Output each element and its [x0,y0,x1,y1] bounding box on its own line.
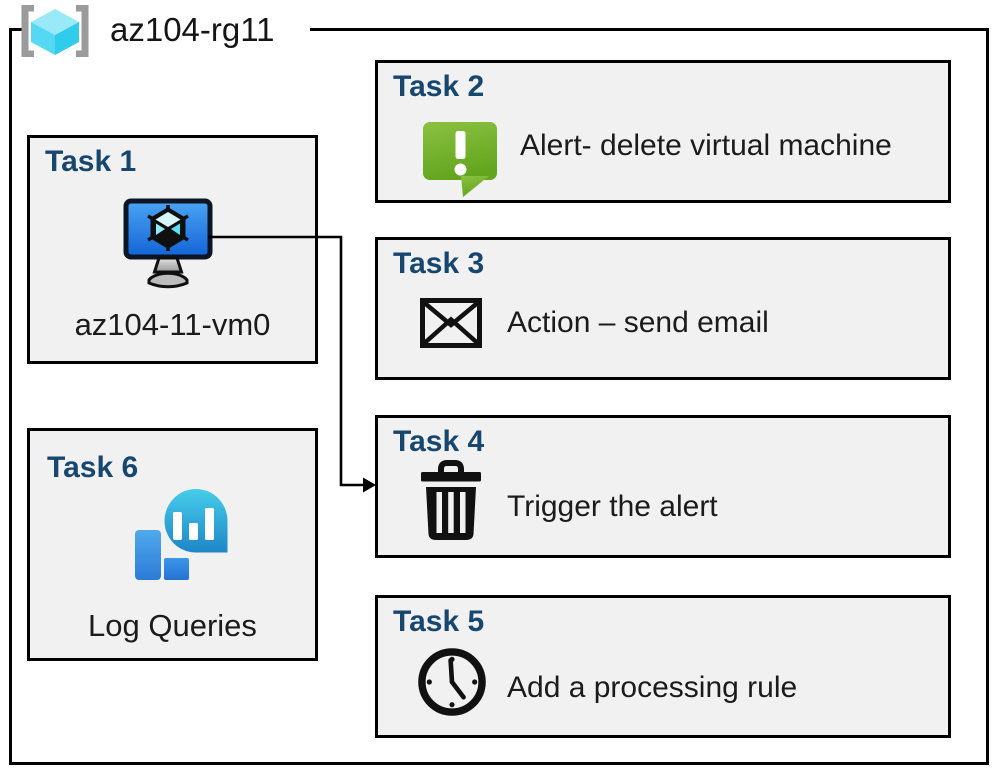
virtual-machine-icon [123,198,213,289]
task-5-box: Task 5 Add a processing rule [375,595,951,738]
task-2-label: Alert- delete virtual machine [520,129,892,162]
resource-group-title: az104-rg11 [110,10,275,48]
boundary-top-segment-right [310,28,989,31]
resource-group-icon [21,5,89,57]
task-3-title: Task 3 [393,247,485,280]
resource-group-header: az104-rg11 [16,5,275,57]
task-2-title: Task 2 [393,70,485,103]
task-2-box: Task 2 Alert- delete virtual machine [375,60,951,203]
task-4-title: Task 4 [393,425,485,458]
task-6-box: Task 6 Log Queries [27,428,318,661]
email-icon [420,298,482,348]
task-4-box: Task 4 Trigger the alert [375,415,951,558]
task-3-box: Task 3 Action – send email [375,237,951,380]
task-1-box: Task 1 [27,135,318,364]
task-1-title: Task 1 [45,145,137,178]
task-5-title: Task 5 [393,605,485,638]
clock-icon [418,648,486,716]
task-4-label: Trigger the alert [507,490,718,523]
log-queries-icon [135,489,228,580]
task-6-label: Log Queries [88,608,257,643]
task-6-title: Task 6 [47,451,139,484]
alert-icon [423,122,497,197]
boundary-top-segment-left [9,28,22,31]
resource-group-boundary [9,28,989,765]
trash-icon [421,460,481,540]
task-3-label: Action – send email [507,306,769,339]
task-1-label: az104-11-vm0 [74,307,271,342]
task-5-label: Add a processing rule [507,671,798,704]
